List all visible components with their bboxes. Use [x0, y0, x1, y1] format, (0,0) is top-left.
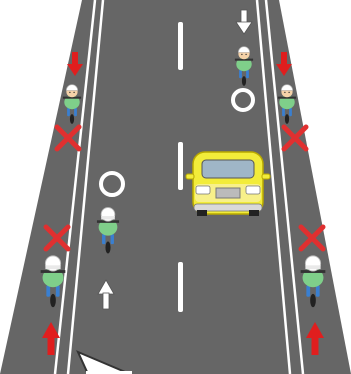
center-dashed-line [178, 22, 183, 312]
yellow-car [186, 152, 270, 216]
